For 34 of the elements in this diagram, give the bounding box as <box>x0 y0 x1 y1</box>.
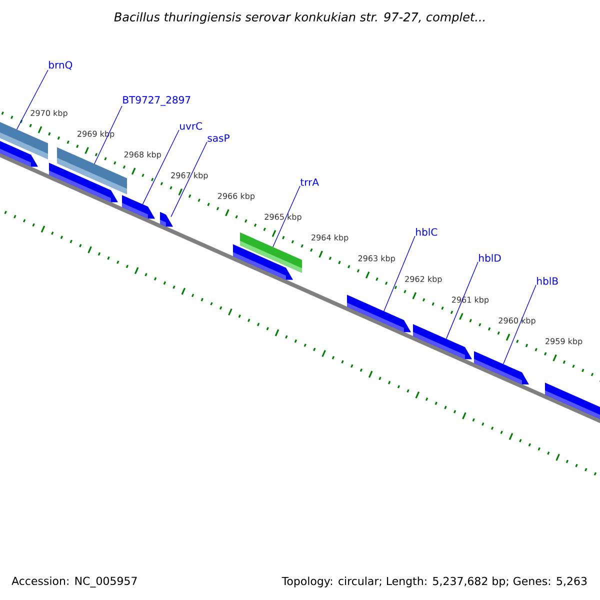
gene-bar <box>347 294 411 332</box>
gene-bar <box>122 195 155 219</box>
gene-label: BT9727_2897 <box>123 96 190 106</box>
gene-bar <box>0 141 38 167</box>
tick-label: 2966 kbp <box>218 192 255 201</box>
tick-label: 2965 kbp <box>264 214 302 222</box>
genome-info-text: Topology: circular; Length: 5,237,682 bp; Genes: 5,263 <box>282 576 587 588</box>
gene-label: trrA <box>300 178 319 186</box>
gene-bar <box>474 351 529 384</box>
title: Bacillus thuringiensis serovar konkukian str. 97-27, complet... <box>114 12 485 24</box>
gene-label: sasP <box>208 134 230 142</box>
leader-line <box>142 130 180 205</box>
leader-line <box>94 106 122 164</box>
leader-line <box>502 284 536 364</box>
gene-label: uvrC <box>180 122 202 130</box>
gene-label: hblB <box>537 277 558 285</box>
leader-line <box>384 236 416 312</box>
leader-line <box>170 142 208 218</box>
leader-line <box>272 186 300 248</box>
tick-label: 2964 kbp <box>312 234 348 242</box>
tick-label: 2967 kbp <box>171 172 208 180</box>
gene-bar <box>413 324 472 360</box>
gene-label: brnQ <box>49 60 72 70</box>
leader-line <box>446 262 478 340</box>
gene-bar <box>240 232 302 273</box>
gene-bar <box>160 212 173 227</box>
tick-label: 2960 kbp <box>498 317 536 326</box>
gene-label: hblD <box>479 254 501 262</box>
leader-line <box>16 70 48 130</box>
tick-label: 2963 kbp <box>358 255 395 263</box>
gene-bar <box>545 382 600 419</box>
gene-label: hblC <box>416 228 438 236</box>
tick-label: 2968 kbp <box>124 151 161 160</box>
accession-text: Accession: NC_005957 <box>12 576 137 588</box>
